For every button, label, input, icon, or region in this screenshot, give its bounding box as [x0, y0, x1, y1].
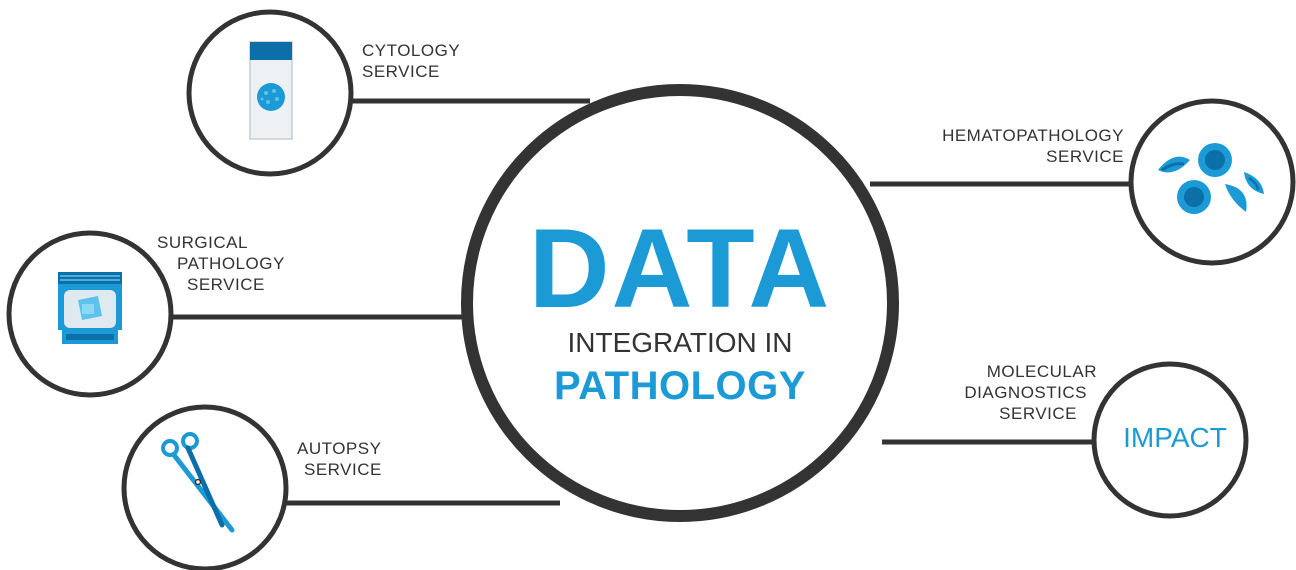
- center-title-integration: INTEGRATION IN: [567, 327, 793, 358]
- autopsy-label: AUTOPSY SERVICE: [297, 438, 382, 480]
- surgical-scissors-icon: [161, 432, 235, 533]
- molecular-label-line2: DIAGNOSTICS: [964, 383, 1087, 402]
- hematopathology-label-line2: SERVICE: [1046, 147, 1124, 166]
- cytology-label-line1: CYTOLOGY: [362, 41, 461, 60]
- center-title-data: DATA: [528, 206, 832, 331]
- slide-vial-icon: [249, 41, 293, 140]
- surgical-label-line2: PATHOLOGY: [177, 254, 285, 273]
- surgical-label-line3: SERVICE: [187, 275, 265, 294]
- impact-logo-text: IMPACT: [1123, 422, 1227, 453]
- molecular-label: MOLECULAR DIAGNOSTICS SERVICE: [900, 361, 1100, 424]
- center-title-pathology: PATHOLOGY: [554, 364, 806, 408]
- autopsy-label-line2: SERVICE: [304, 460, 382, 479]
- molecular-label-line3: SERVICE: [999, 404, 1077, 423]
- center-node: [461, 84, 899, 522]
- surgical-label-line1: SURGICAL: [157, 233, 248, 252]
- hematopathology-label: HEMATOPATHOLOGY SERVICE: [880, 125, 1124, 167]
- blood-cells-icon: [1158, 143, 1264, 214]
- hematopathology-label-line1: HEMATOPATHOLOGY: [942, 126, 1124, 145]
- surgical-label: SURGICAL PATHOLOGY SERVICE: [157, 232, 285, 295]
- molecular-node: [1091, 361, 1249, 519]
- hematopathology-node: [1128, 98, 1296, 266]
- cytology-label: CYTOLOGY SERVICE: [362, 40, 460, 82]
- molecular-label-line1: MOLECULAR: [986, 362, 1097, 381]
- tissue-cassette-icon: [58, 272, 122, 344]
- autopsy-label-line1: AUTOPSY: [297, 439, 382, 458]
- cytology-label-line2: SERVICE: [362, 62, 440, 81]
